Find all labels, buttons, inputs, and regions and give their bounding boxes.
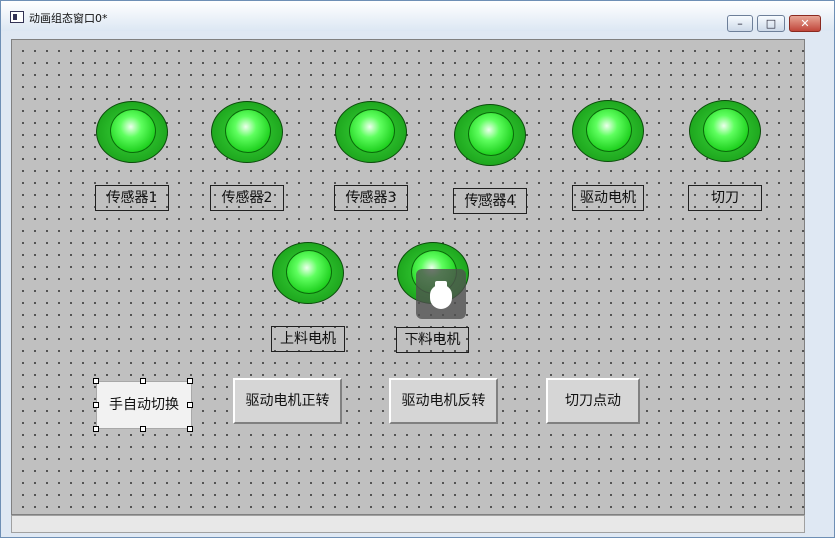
label-sensor-1[interactable]: 传感器1 [95, 185, 169, 211]
lamp-highlight [349, 109, 395, 153]
lamp-sensor-1[interactable] [96, 101, 168, 163]
lamp-loading-motor[interactable] [272, 242, 344, 304]
title-bar[interactable]: 动画组态窗口0* – □ ✕ [1, 1, 834, 32]
lamp-highlight [286, 250, 332, 294]
drive-motor-forward-button[interactable]: 驱动电机正转 [233, 378, 342, 424]
manual-auto-switch-button[interactable]: 手自动切换 [96, 381, 192, 429]
label-sensor-3[interactable]: 传感器3 [334, 185, 408, 211]
label-loading-motor[interactable]: 上料电机 [271, 326, 345, 352]
label-drive-motor[interactable]: 驱动电机 [572, 185, 644, 211]
selection-handle[interactable] [140, 378, 146, 384]
selection-handle[interactable] [140, 426, 146, 432]
lamp-highlight [586, 108, 632, 152]
selection-handle[interactable] [187, 402, 193, 408]
lamp-sensor-3[interactable] [335, 101, 407, 163]
hand-glyph [430, 281, 452, 309]
maximize-button[interactable]: □ [757, 15, 785, 32]
label-sensor-4[interactable]: 传感器4 [453, 188, 527, 214]
minimize-button[interactable]: – [727, 15, 753, 32]
label-cutter[interactable]: 切刀 [688, 185, 762, 211]
window-icon [10, 11, 24, 23]
label-unloading-motor[interactable]: 下料电机 [396, 327, 469, 353]
lamp-highlight [468, 112, 514, 156]
lamp-sensor-4[interactable] [454, 104, 526, 166]
selection-handle[interactable] [93, 378, 99, 384]
lamp-drive-motor[interactable] [572, 100, 644, 162]
lamp-highlight [110, 109, 156, 153]
selection-handle[interactable] [187, 426, 193, 432]
lamp-highlight [225, 109, 271, 153]
lamp-sensor-2[interactable] [211, 101, 283, 163]
selection-handle[interactable] [187, 378, 193, 384]
selection-handle[interactable] [93, 426, 99, 432]
selection-handle[interactable] [93, 402, 99, 408]
hand-cursor-icon [416, 269, 466, 319]
window-title: 动画组态窗口0* [29, 12, 108, 25]
cutter-jog-button[interactable]: 切刀点动 [546, 378, 640, 424]
label-sensor-2[interactable]: 传感器2 [210, 185, 284, 211]
drive-motor-reverse-button[interactable]: 驱动电机反转 [389, 378, 498, 424]
close-button[interactable]: ✕ [789, 15, 821, 32]
lamp-cutter[interactable] [689, 100, 761, 162]
lamp-highlight [703, 108, 749, 152]
status-bar [11, 515, 805, 533]
